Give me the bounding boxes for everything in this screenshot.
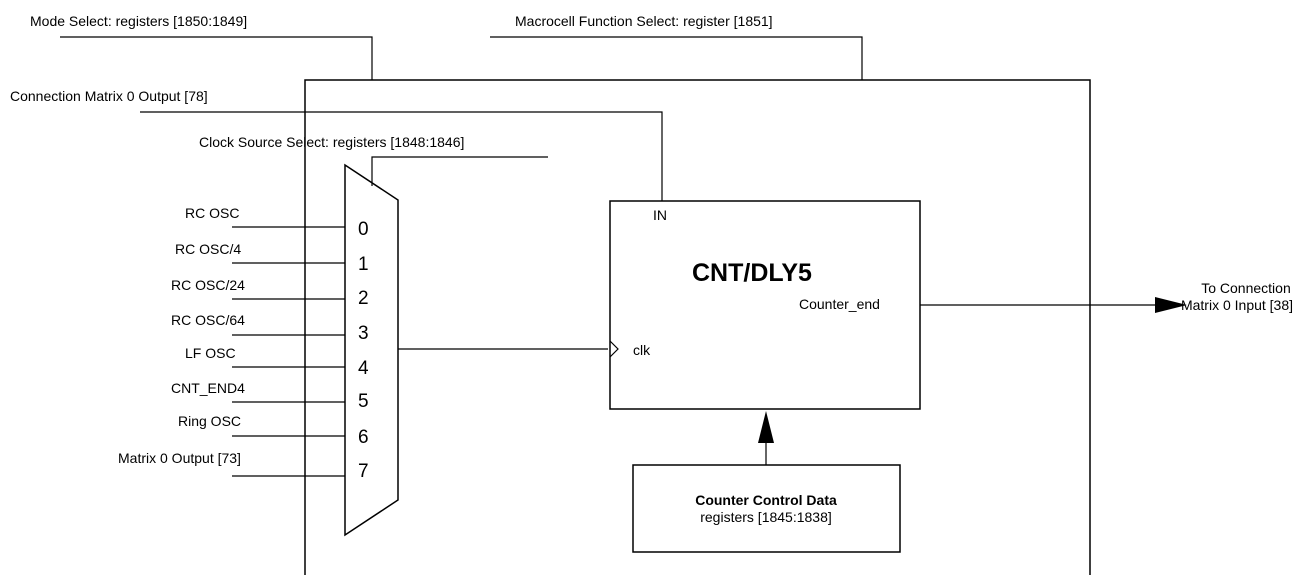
mux-input-label-1: RC OSC/4 bbox=[175, 241, 241, 257]
output-label-line2: Matrix 0 Input [38] bbox=[1181, 297, 1293, 313]
mode-select-label: Mode Select: registers [1850:1849] bbox=[30, 13, 247, 29]
counter-control-data-title: Counter Control Data bbox=[695, 492, 837, 508]
clk-port-label: clk bbox=[633, 342, 651, 358]
clock-mux bbox=[344, 163, 399, 537]
mux-index-7: 7 bbox=[358, 461, 369, 482]
connection-matrix-output-label: Connection Matrix 0 Output [78] bbox=[10, 88, 208, 104]
mux-index-6: 6 bbox=[358, 427, 369, 448]
mux-input-label-2: RC OSC/24 bbox=[171, 277, 245, 293]
counter-control-data-box bbox=[632, 464, 901, 553]
mux-index-2: 2 bbox=[358, 288, 369, 309]
mux-index-3: 3 bbox=[358, 323, 369, 344]
clock-source-select-line bbox=[371, 156, 548, 186]
mux-input-label-4: LF OSC bbox=[185, 345, 236, 361]
counter-end-port-label: Counter_end bbox=[799, 296, 880, 312]
in-port-label: IN bbox=[653, 207, 667, 223]
mux-input-label-0: RC OSC bbox=[185, 205, 239, 221]
mux-input-lines bbox=[232, 226, 345, 477]
counter-control-data-registers: registers [1845:1838] bbox=[700, 509, 832, 525]
mux-input-label-6: Ring OSC bbox=[178, 413, 241, 429]
output-arrow-head bbox=[1155, 297, 1187, 313]
mux-index-5: 5 bbox=[358, 391, 369, 412]
mux-index-1: 1 bbox=[358, 254, 369, 275]
output-label-line1: To Connection bbox=[1201, 280, 1291, 296]
clk-input-triangle bbox=[609, 340, 619, 358]
control-data-arrow-head bbox=[758, 411, 774, 443]
connection-matrix-output-line bbox=[140, 111, 663, 201]
mux-input-label-7: Matrix 0 Output [73] bbox=[118, 450, 241, 466]
macrocell-outline bbox=[304, 79, 1091, 575]
mux-index-4: 4 bbox=[358, 358, 369, 379]
mux-input-label-5: CNT_END4 bbox=[171, 380, 245, 396]
macrocell-select-line bbox=[490, 36, 863, 80]
mux-input-label-3: RC OSC/64 bbox=[171, 312, 245, 328]
mode-select-line bbox=[60, 36, 373, 80]
clock-source-select-label: Clock Source Select: registers [1848:184… bbox=[199, 134, 464, 150]
mux-index-0: 0 bbox=[358, 219, 369, 240]
cnt-dly5-title: CNT/DLY5 bbox=[692, 259, 812, 287]
macrocell-select-label: Macrocell Function Select: register [185… bbox=[515, 13, 773, 29]
